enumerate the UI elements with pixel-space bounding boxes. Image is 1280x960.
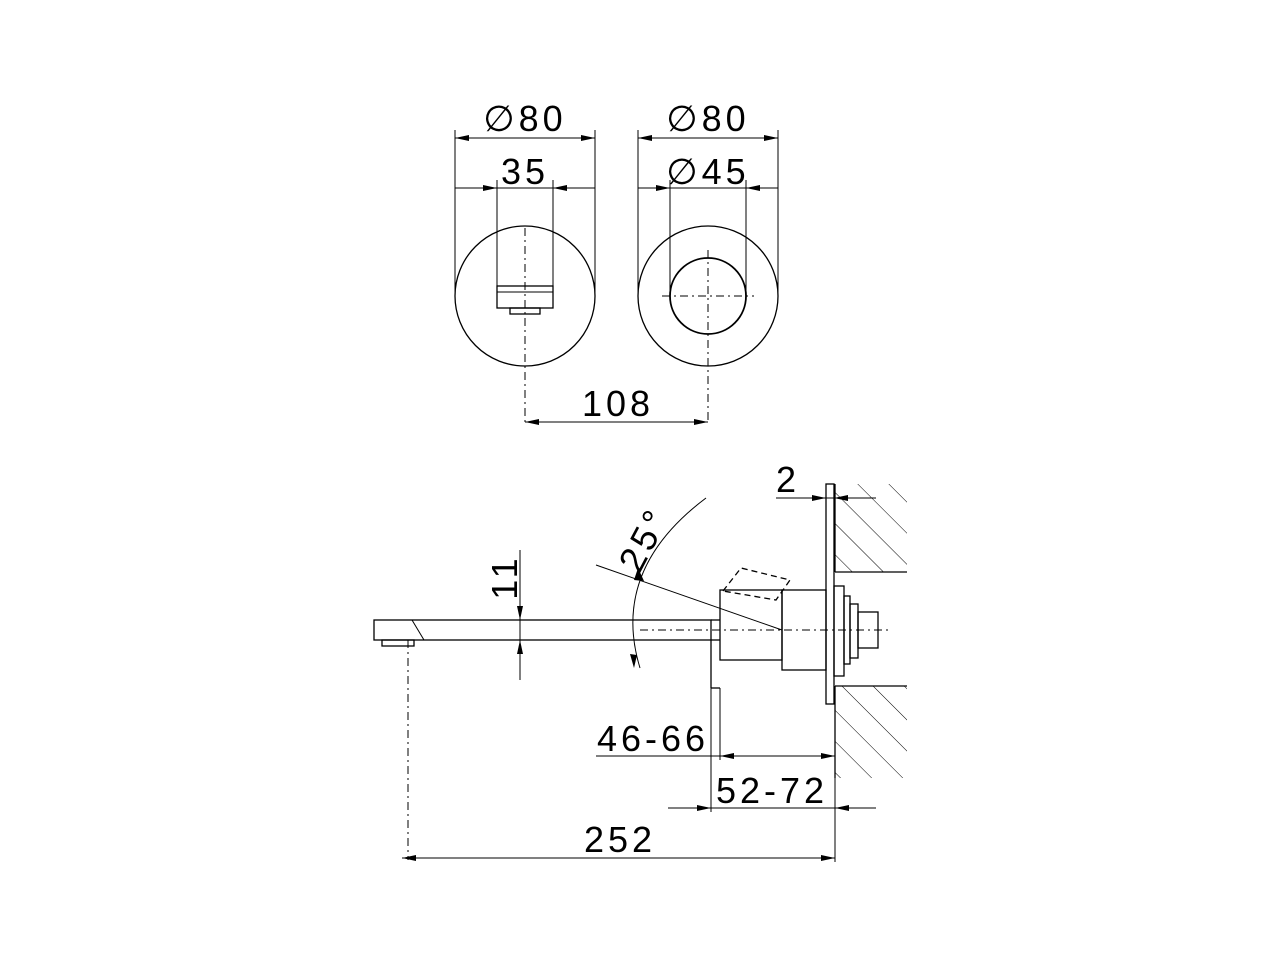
handle-plate-front-view: ∅80 ∅45: [637, 98, 779, 424]
handle-plate-diameter-label: ∅80: [666, 98, 749, 139]
valve-flange: [833, 585, 845, 677]
handle-diameter-label: ∅45: [666, 151, 749, 192]
spout-projection-label: 252: [584, 819, 656, 860]
spout-width-label: 35: [501, 151, 549, 192]
spout: [373, 619, 712, 641]
outlet-plate-front-view: ∅80 35: [454, 98, 596, 424]
valve-body: [719, 589, 783, 661]
outlet-diameter-label: ∅80: [483, 98, 566, 139]
handle-rotated-outline: [721, 567, 792, 601]
center-distance-label: 108: [582, 383, 654, 424]
aerator-side: [381, 639, 415, 647]
spout-height-label: 11: [484, 554, 525, 599]
side-view: 25° 11 2 46-66 52-72 252: [373, 459, 907, 862]
handle-projection-label: 46-66: [597, 718, 709, 759]
rotation-angle-label: 25°: [610, 500, 677, 578]
center-distance-dimension: 108: [525, 383, 708, 425]
wall-gap-label: 2: [776, 459, 800, 500]
wall-plate: [825, 483, 835, 705]
wall-lower: [835, 686, 907, 778]
body-projection-label: 52-72: [716, 770, 828, 811]
